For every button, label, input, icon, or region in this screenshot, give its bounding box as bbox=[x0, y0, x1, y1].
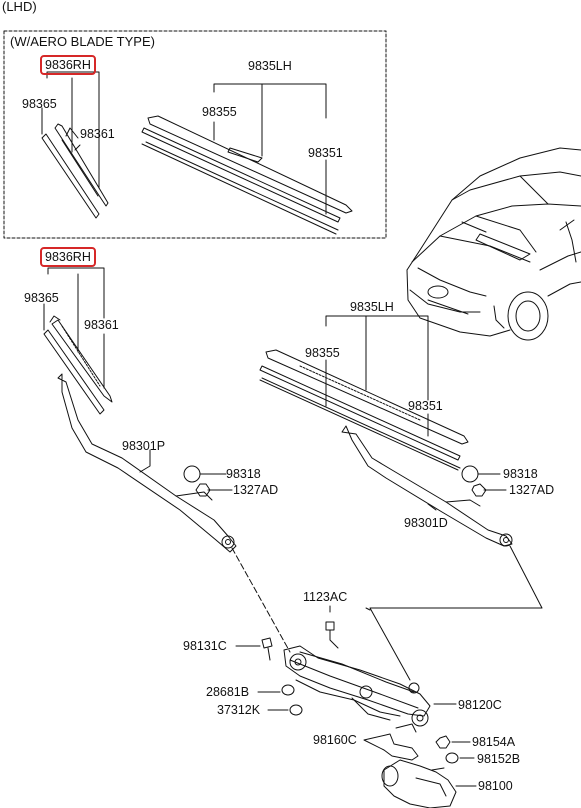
lh-blade-drawing bbox=[259, 349, 469, 471]
part-98365[interactable]: 98365 bbox=[24, 291, 59, 305]
cap-passenger-drawing bbox=[183, 465, 201, 483]
part-9836rh-aero[interactable]: 9836RH bbox=[40, 55, 96, 75]
part-98351-aero[interactable]: 98351 bbox=[308, 146, 343, 160]
aero-lh-blade-drawing bbox=[141, 115, 353, 235]
part-1327ad-driver[interactable]: 1327AD bbox=[509, 483, 555, 497]
part-1327ad-passenger[interactable]: 1327AD bbox=[233, 483, 279, 497]
part-98301p[interactable]: 98301P bbox=[122, 439, 166, 453]
part-37312k[interactable]: 37312K bbox=[217, 703, 261, 717]
part-9835lh[interactable]: 9835LH bbox=[350, 300, 394, 314]
part-98351[interactable]: 98351 bbox=[408, 399, 443, 413]
part-98100[interactable]: 98100 bbox=[478, 779, 513, 793]
part-98355[interactable]: 98355 bbox=[305, 346, 340, 360]
linkage-drawing bbox=[283, 645, 431, 727]
part-98131c[interactable]: 98131C bbox=[183, 639, 227, 653]
motor-drawing bbox=[381, 759, 477, 808]
part-1123ac[interactable]: 1123AC bbox=[303, 590, 348, 604]
part-98120c[interactable]: 98120C bbox=[458, 698, 502, 712]
driver-arm-drawing bbox=[341, 425, 513, 547]
passenger-arm-drawing bbox=[57, 373, 237, 553]
part-28681b[interactable]: 28681B bbox=[206, 685, 250, 699]
part-98160c[interactable]: 98160C bbox=[313, 733, 357, 747]
car-illustration bbox=[406, 147, 581, 341]
aero-rh-blade-drawing bbox=[41, 123, 109, 219]
part-9835lh-aero[interactable]: 9835LH bbox=[248, 59, 292, 73]
part-9836rh[interactable]: 9836RH bbox=[40, 247, 96, 267]
drive-side-label: (LHD) bbox=[2, 0, 37, 14]
part-98152b[interactable]: 98152B bbox=[477, 752, 521, 766]
cap-driver-drawing bbox=[461, 465, 479, 483]
part-98154a[interactable]: 98154A bbox=[472, 735, 516, 749]
aero-box-title: (W/AERO BLADE TYPE) bbox=[10, 34, 155, 49]
part-98318-driver[interactable]: 98318 bbox=[503, 467, 538, 481]
part-98361[interactable]: 98361 bbox=[84, 318, 119, 332]
part-98301d[interactable]: 98301D bbox=[404, 516, 448, 530]
part-98318-passenger[interactable]: 98318 bbox=[226, 467, 261, 481]
rh-blade-drawing bbox=[43, 315, 113, 415]
aero-blade-box bbox=[3, 30, 387, 239]
part-98361-aero[interactable]: 98361 bbox=[80, 127, 115, 141]
part-98355-aero[interactable]: 98355 bbox=[202, 105, 237, 119]
part-98365-aero[interactable]: 98365 bbox=[22, 97, 57, 111]
